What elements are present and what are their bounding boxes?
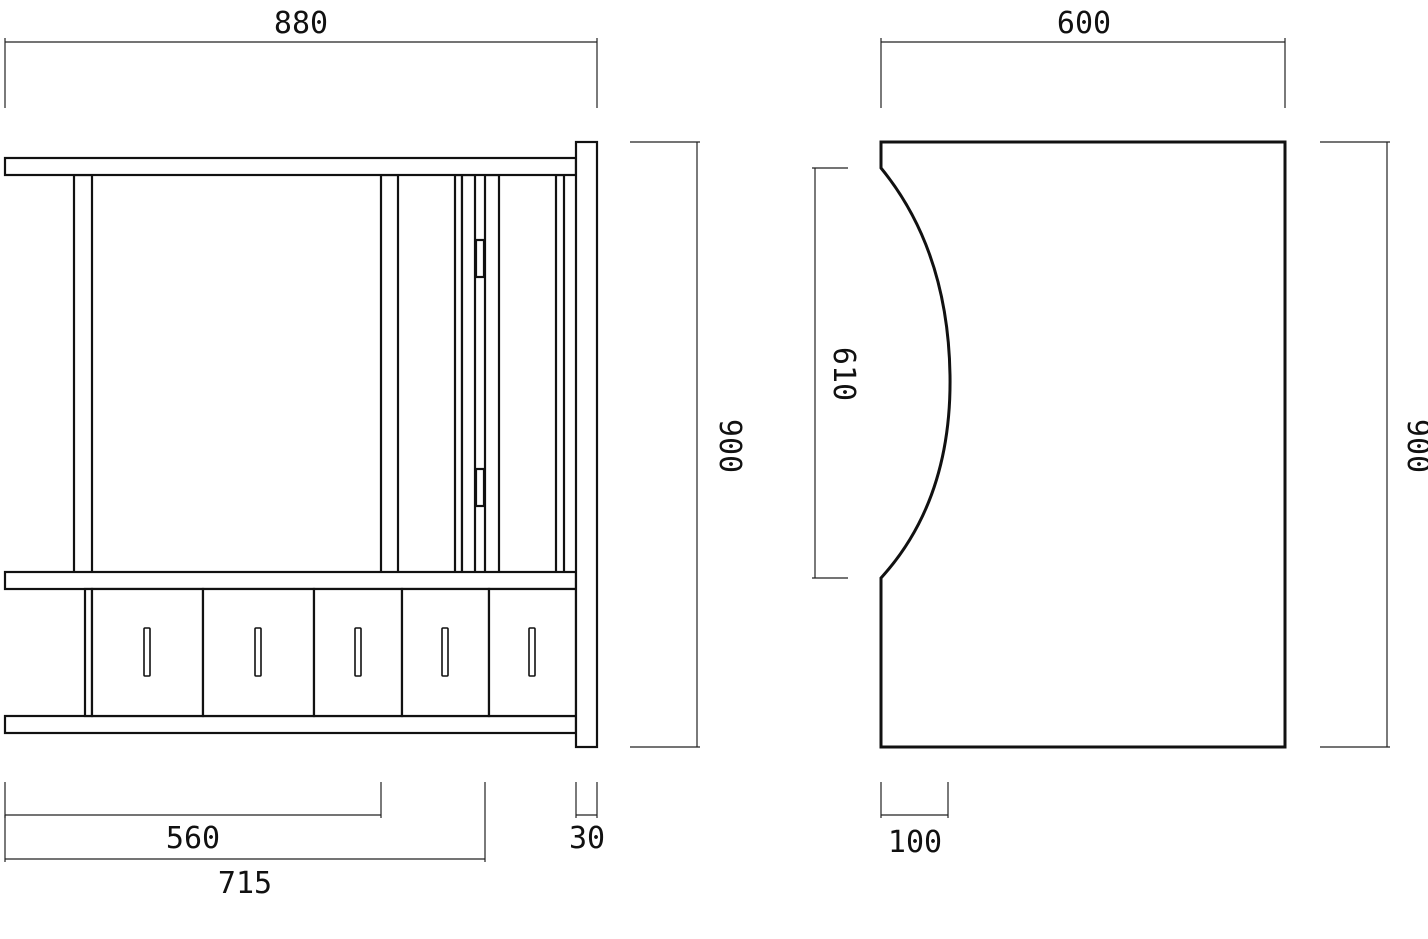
shelf-bottom (3, 714, 578, 735)
dimension-label-880: 880 (274, 6, 328, 41)
dimension-side-width: 600 (880, 6, 1286, 108)
dimension-label-610: 610 (826, 347, 861, 401)
upright-left (72, 173, 94, 575)
dimension-label-900-side: 900 (1400, 419, 1428, 473)
dimension-shelf-depth: 560 (4, 782, 382, 856)
upright-right-b (460, 173, 477, 575)
side-panel-outline (879, 140, 1287, 749)
dimension-side-height: 900 (1320, 141, 1428, 748)
dimension-cutout-height: 610 (812, 167, 861, 579)
dimension-cutout-inset: 100 (880, 782, 949, 860)
hinge-bottom (474, 467, 486, 508)
dimension-label-30: 30 (569, 821, 605, 856)
upright-right-d (554, 173, 566, 575)
dimension-front-width: 880 (4, 6, 598, 108)
shelf-middle (3, 570, 578, 591)
upright-middle (379, 173, 400, 575)
dimension-upright-span: 715 (4, 782, 486, 901)
drawer-2-handle (254, 627, 262, 677)
side-view: 600 610 900 100 (812, 6, 1428, 860)
hinge-top (474, 238, 486, 279)
drawer-1-handle (143, 627, 151, 677)
dimension-label-600: 600 (1057, 6, 1111, 41)
drawer-5-handle (528, 627, 536, 677)
dimension-label-900-front: 900 (712, 419, 747, 473)
shelf-top (3, 156, 578, 177)
side-panel (574, 140, 599, 749)
dimension-label-560: 560 (166, 821, 220, 856)
dimension-panel-thickness: 30 (569, 782, 605, 856)
dimension-label-715: 715 (218, 866, 272, 901)
drawer-4-handle (441, 627, 449, 677)
dimension-label-100: 100 (888, 825, 942, 860)
front-view: 880 900 (3, 6, 747, 901)
upright-right-c (483, 173, 501, 575)
dimension-front-height: 900 (630, 141, 747, 748)
drawer-3-handle (354, 627, 362, 677)
